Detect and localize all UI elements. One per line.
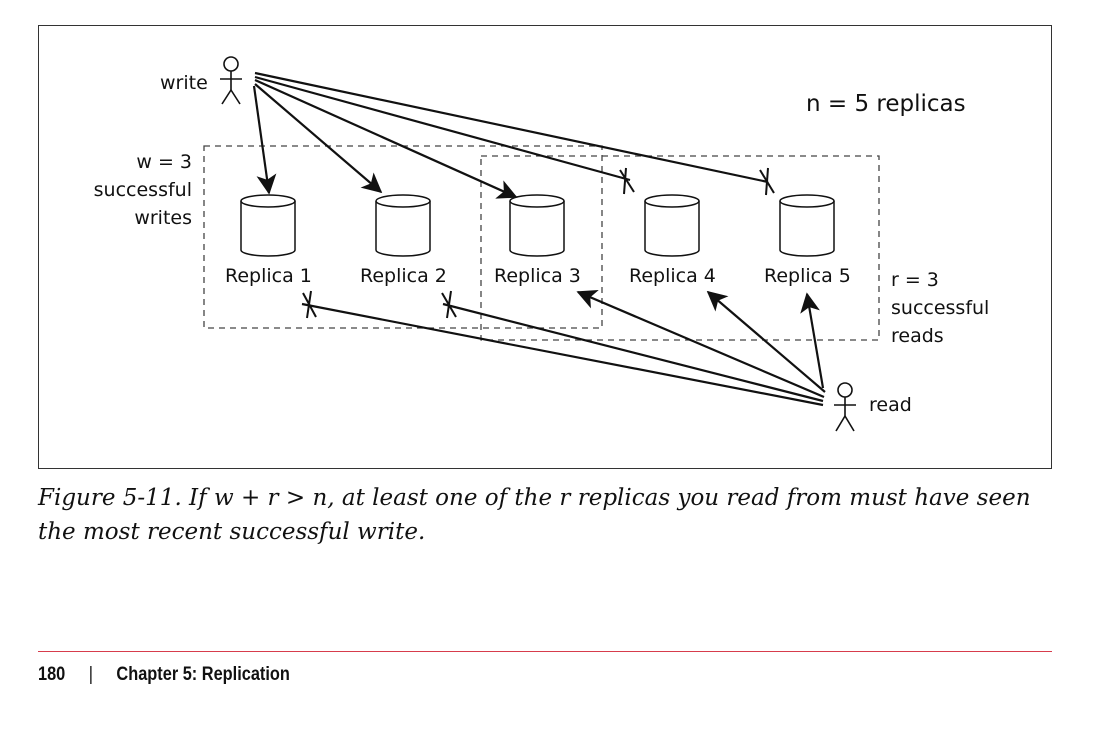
write-quorum-label: w = 3 successful writes (90, 148, 192, 232)
figure-caption: Figure 5-11. If w + r > n, at least one … (38, 485, 1031, 545)
write-label: write (160, 72, 208, 94)
replica-5-label: Replica 5 (764, 265, 851, 287)
page-number: 180 (38, 664, 66, 685)
replica-3-label: Replica 3 (494, 265, 581, 287)
read-quorum-line-3: reads (891, 325, 944, 347)
footer-rule (38, 651, 1052, 652)
write-line-replica-5-failed (254, 71, 769, 184)
write-arrow-replica-3 (254, 78, 518, 199)
read-line-replica-2-failed (442, 302, 824, 403)
replica-1-cylinder-icon (240, 194, 296, 257)
read-quorum-box (480, 155, 880, 341)
replica-4-label: Replica 4 (629, 265, 716, 287)
write-quorum-line-1: w = 3 (136, 151, 192, 173)
write-quorum-line-2: successful (93, 179, 192, 201)
figure-frame (38, 25, 1052, 469)
reader-person-icon (834, 382, 856, 432)
write-failure-mark-4 (619, 167, 635, 195)
replica-4-cylinder-icon (644, 194, 700, 257)
writer-person-icon (220, 56, 242, 105)
write-failure-mark-5 (759, 167, 775, 196)
replica-count-label: n = 5 replicas (806, 91, 966, 117)
write-line-replica-4-failed (254, 75, 631, 182)
read-arrow-replica-4 (706, 290, 826, 393)
replica-2-label: Replica 2 (360, 265, 447, 287)
read-failure-mark-1 (302, 290, 317, 319)
footer-separator: | (88, 664, 93, 685)
read-arrow-replica-5 (800, 292, 825, 389)
read-label: read (869, 394, 912, 416)
read-failure-mark-2 (441, 290, 457, 319)
read-quorum-line-1: r = 3 (891, 269, 939, 291)
replica-1-label: Replica 1 (225, 265, 312, 287)
replica-3-cylinder-icon (509, 194, 565, 257)
replica-2-cylinder-icon (375, 194, 431, 257)
read-quorum-line-2: successful (891, 297, 990, 319)
page-footer: 180 | Chapter 5: Replication (38, 664, 290, 686)
replica-5-cylinder-icon (779, 194, 835, 257)
chapter-title: Chapter 5: Replication (116, 664, 290, 685)
read-line-replica-1-failed (301, 302, 824, 407)
write-arrow-replica-2 (254, 83, 383, 194)
read-quorum-label: r = 3 successful reads (891, 266, 989, 350)
write-arrow-replica-1 (252, 85, 277, 195)
read-arrow-replica-3 (576, 289, 825, 399)
write-quorum-line-3: writes (134, 207, 192, 229)
